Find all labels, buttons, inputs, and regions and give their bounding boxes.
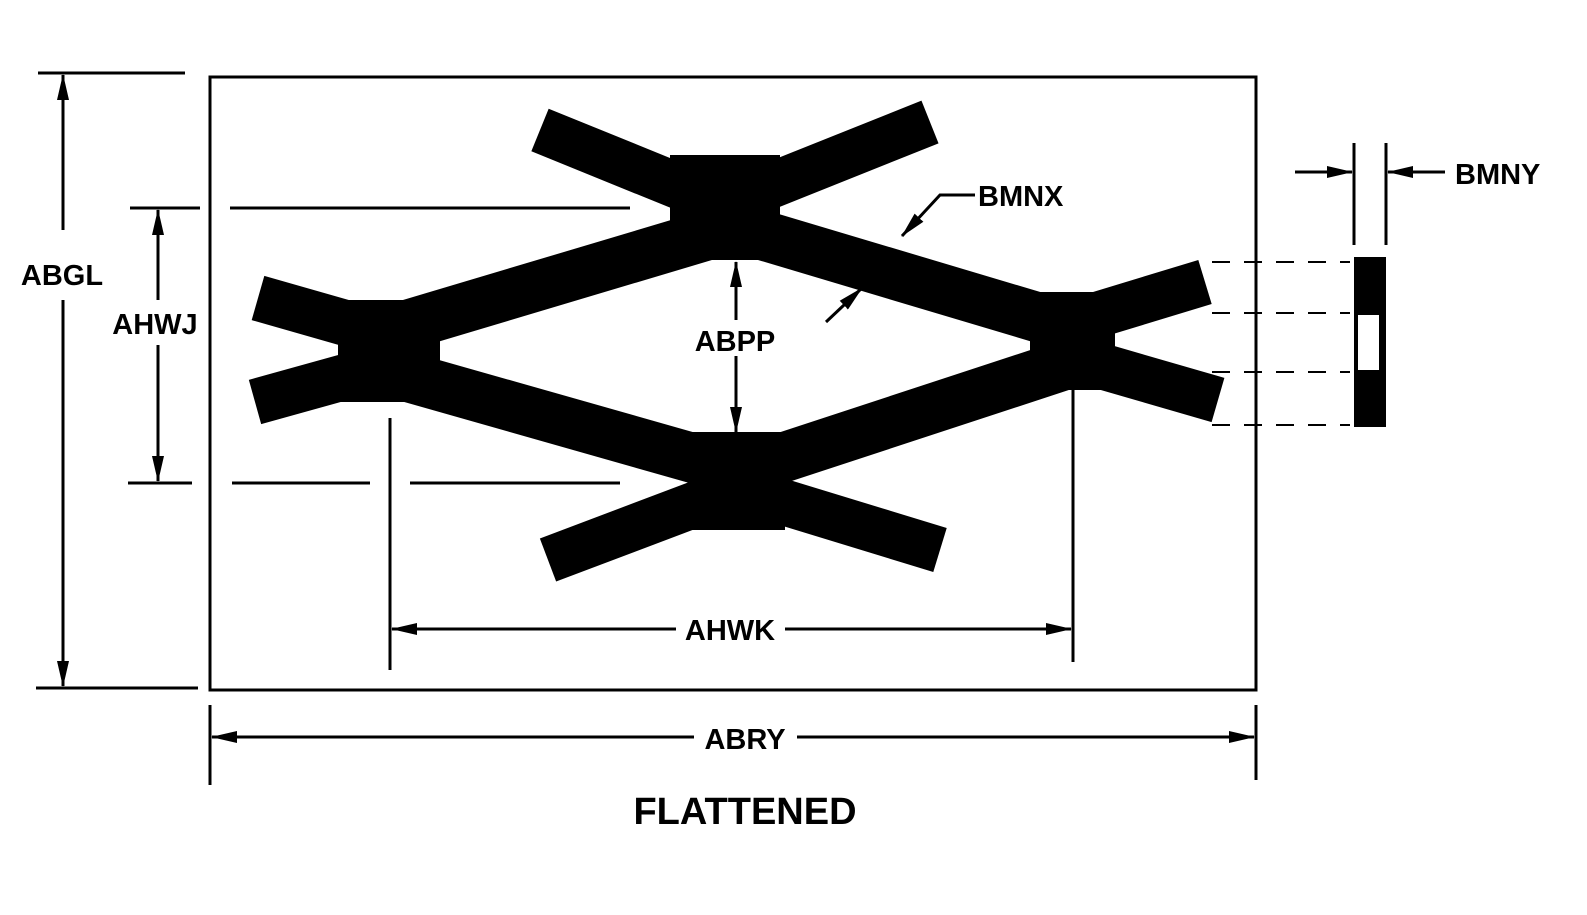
bmnx-label: BMNX [978, 181, 1064, 213]
abgl-label: ABGL [21, 260, 103, 292]
abpp-label: ABPP [695, 326, 776, 358]
cross-section: BMNY [1212, 143, 1540, 427]
mesh-pattern [248, 100, 1225, 582]
bmny-label: BMNY [1455, 159, 1540, 191]
diagram-title: FLATTENED [633, 791, 856, 833]
abry-label: ABRY [704, 724, 785, 756]
ahwk-label: AHWK [685, 615, 775, 647]
ahwk-dimension: AHWK [388, 390, 1075, 670]
bmnx-dimension: BMNX [824, 181, 1064, 324]
abpp-dimension: ABPP [688, 261, 784, 433]
ahwj-dimension: AHWJ [112, 206, 630, 485]
abgl-dimension: ABGL [21, 71, 198, 690]
abry-dimension: ABRY [208, 705, 1258, 785]
ahwj-label: AHWJ [112, 309, 197, 341]
sheet-outline [208, 75, 1258, 692]
